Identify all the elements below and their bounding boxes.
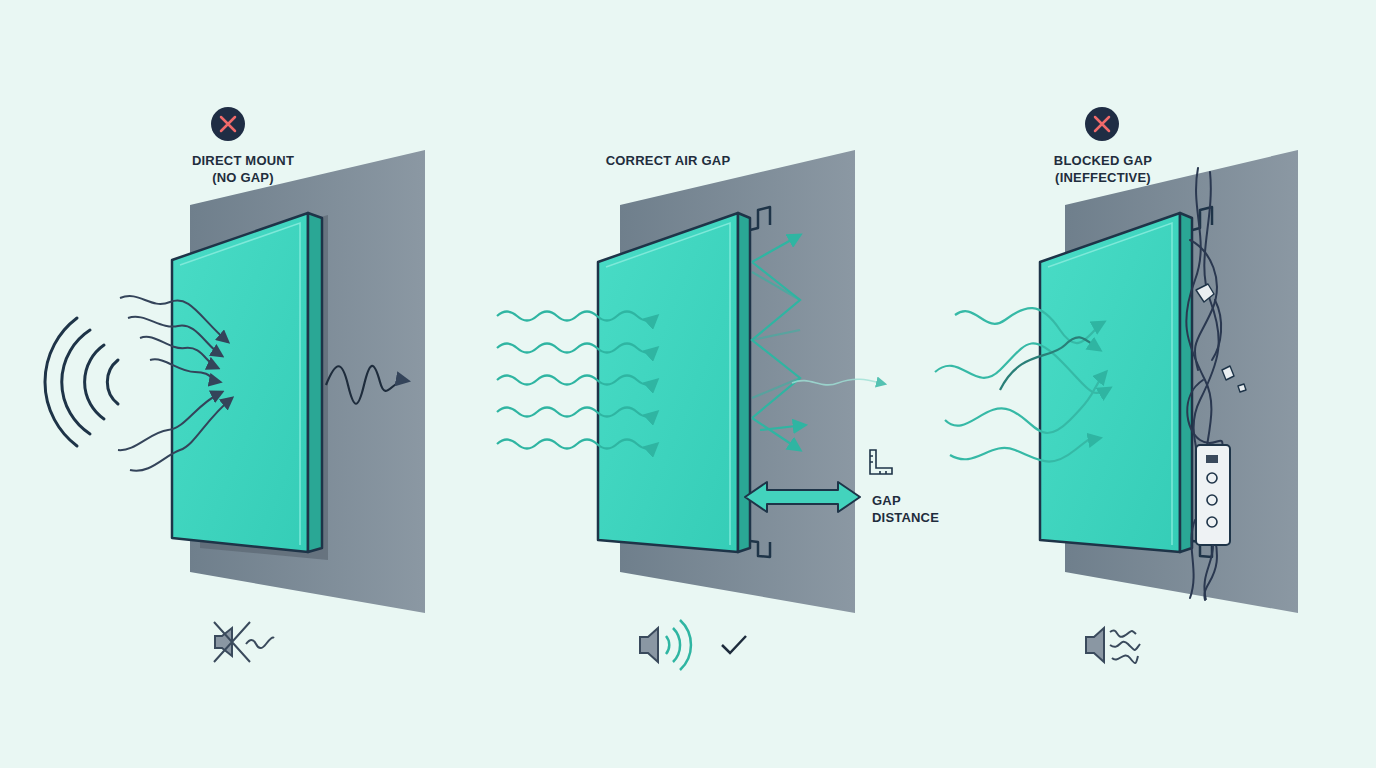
- cross-icon: [1085, 107, 1119, 141]
- label: GAP DISTANCE: [872, 492, 952, 526]
- label: BLOCKED GAP (INEFFECTIVE): [1042, 152, 1164, 186]
- muted-speaker-icon: [214, 622, 274, 662]
- cross-icon: [211, 107, 245, 141]
- power-strip: [1196, 445, 1230, 600]
- direct-mount-scene: [45, 150, 425, 613]
- blocked-gap-scene: [935, 150, 1298, 613]
- label: CORRECT AIR GAP: [578, 152, 758, 169]
- speaker-check-icon: [640, 620, 746, 670]
- label: DIRECT MOUNT (NO GAP): [182, 152, 304, 186]
- correct-gap-scene: [497, 150, 892, 613]
- distorted-speaker-icon: [1086, 628, 1140, 663]
